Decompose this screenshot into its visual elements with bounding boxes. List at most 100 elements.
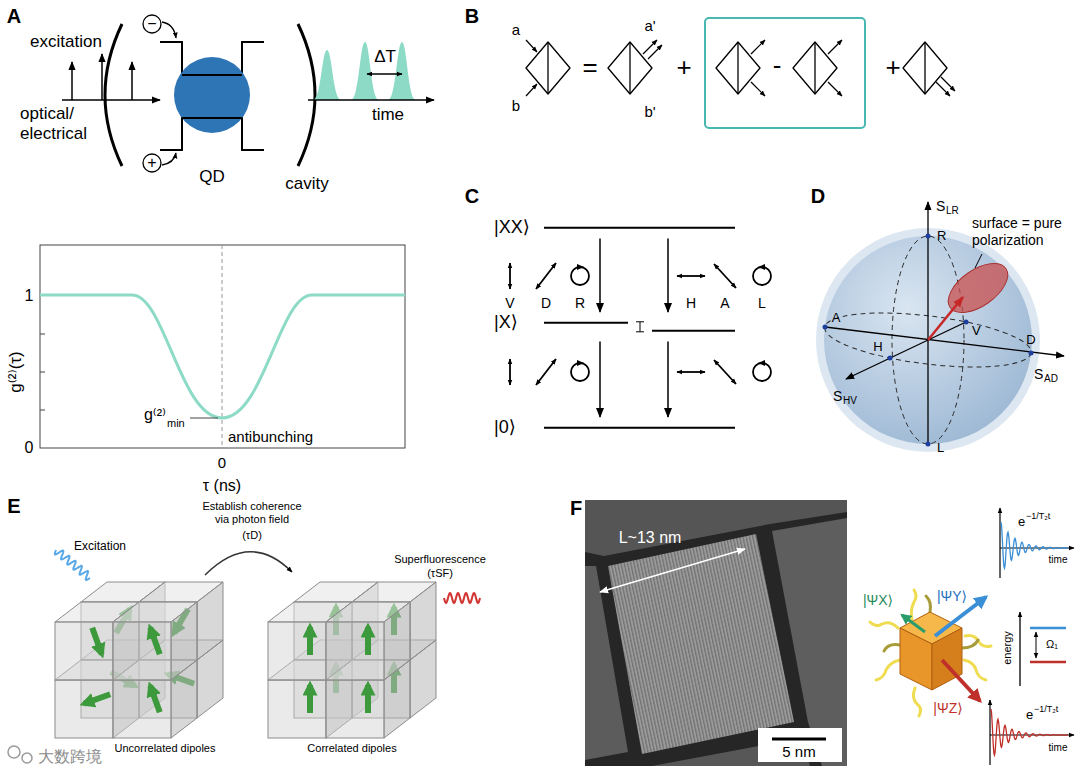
- energy-level-line: [494, 217, 736, 239]
- coherence-arrow: [205, 552, 292, 575]
- equation-sign: +: [676, 52, 691, 83]
- decay-plot-axis: [999, 508, 1000, 578]
- scale-bar-label: 5 nm: [782, 743, 815, 761]
- cube-face: [113, 622, 171, 680]
- stokes-axis: [846, 322, 966, 379]
- tick-label: 1: [25, 286, 34, 305]
- scale-bar: [758, 728, 842, 762]
- dipole-arrow: [150, 628, 160, 654]
- cube-face: [55, 622, 113, 680]
- photon-arrow: [648, 45, 662, 59]
- text-label: A: [832, 310, 841, 326]
- quantum-dot-shape: [174, 57, 250, 133]
- polarization-symbol: [577, 264, 765, 366]
- text-label: LR: [946, 205, 959, 217]
- ligand: [926, 596, 931, 612]
- scale-bar: [772, 738, 826, 741]
- polarization-symbol: [571, 363, 589, 381]
- node-label: QD: [199, 167, 225, 187]
- photon-arrow: [828, 40, 842, 54]
- text-label: L: [937, 440, 944, 456]
- energy-level-line: [544, 227, 735, 229]
- g2-plot-frame: [40, 245, 405, 448]
- dipole-arrow: [365, 627, 371, 655]
- polarization-symbol: [509, 359, 511, 385]
- excitation-wave: [55, 550, 90, 580]
- polarization-symbol: [536, 263, 556, 289]
- cube-face: [268, 680, 326, 738]
- polarization-symbol: [536, 359, 556, 385]
- energy-diagram: [1030, 627, 1066, 630]
- decay-plot-axis: [989, 700, 990, 765]
- photon-arrow: [941, 77, 955, 91]
- text-label: S: [833, 388, 842, 405]
- micropillar-outline: [160, 42, 264, 150]
- text-label: V: [972, 323, 981, 339]
- cube-face: [268, 622, 326, 680]
- equation-sign: -: [773, 50, 782, 81]
- energy-diagram: [1030, 661, 1066, 664]
- text-label: S: [1034, 366, 1043, 383]
- time-axis: [308, 99, 434, 101]
- text-label: min: [167, 417, 185, 430]
- text-label: Excitation: [74, 539, 126, 553]
- polarization-symbol: [571, 267, 589, 285]
- energy-diagram: [1036, 632, 1037, 658]
- watermark-logo: [8, 746, 20, 758]
- panel-letter: A: [7, 4, 21, 28]
- g2-curve: [40, 295, 405, 418]
- time-axis: [367, 73, 402, 75]
- polarization-symbol: [510, 263, 771, 385]
- text-label: Ω₁: [1046, 638, 1058, 651]
- polarization-symbol: [753, 267, 771, 285]
- ligand: [884, 645, 900, 651]
- stokes-axis: [825, 327, 1064, 356]
- state-label: |X⟩: [494, 312, 518, 334]
- dipole-arrow: [365, 685, 371, 713]
- text-label: Establish coherence via photon field: [197, 500, 307, 526]
- text-label: (τD): [242, 529, 262, 542]
- text-label: Superfluorescence: [394, 553, 486, 566]
- g2-plot-frame: [40, 295, 45, 410]
- dipole-state-arrow: [902, 615, 925, 632]
- tick-label: 0: [25, 438, 34, 457]
- text-label: A: [720, 295, 729, 312]
- state-label: |XX⟩: [494, 217, 530, 239]
- beam-splitter: [526, 42, 947, 94]
- text-label: H: [686, 295, 696, 312]
- ligand: [964, 660, 986, 680]
- size-arrow: [600, 549, 745, 592]
- polarization-symbol: [509, 263, 511, 289]
- cube-face: [171, 602, 197, 680]
- polarization-symbol: [753, 363, 771, 381]
- photon-arrow: [751, 40, 765, 54]
- energy-level-line: [544, 427, 735, 429]
- excitation-arrows: [131, 62, 133, 100]
- nanocrystal-cube: [900, 628, 932, 690]
- cavity-mirror: [105, 24, 315, 166]
- cube-face: [326, 622, 384, 680]
- text-label: D: [541, 295, 551, 312]
- size-arrow: [600, 549, 745, 592]
- pole-dot: [964, 320, 969, 325]
- g2-plot-frame: [40, 245, 405, 448]
- tem-image: [585, 500, 847, 766]
- photon-arrow: [828, 82, 842, 96]
- equation-sign: =: [582, 52, 597, 83]
- pole-dot: [888, 356, 893, 361]
- cube-face: [326, 680, 384, 738]
- transition-arrow: [667, 342, 669, 417]
- time-axis: [308, 74, 434, 100]
- text-label: R: [937, 228, 946, 244]
- photon-pulses: [313, 50, 341, 100]
- charge-injection: [143, 15, 161, 33]
- dipole-arrow: [150, 686, 160, 712]
- state-label: |0⟩: [494, 417, 516, 439]
- dipole-arrow: [84, 694, 110, 704]
- excitation-arrows: [71, 62, 73, 100]
- g2-curve: [40, 295, 405, 418]
- photon-arrow: [526, 40, 537, 52]
